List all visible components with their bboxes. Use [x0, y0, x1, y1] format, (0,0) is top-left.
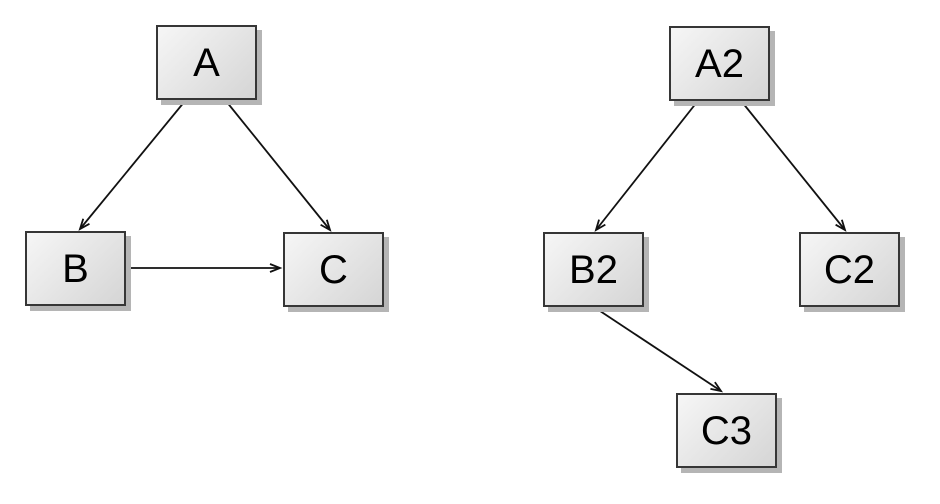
node-label: B2	[569, 247, 618, 292]
edge-A2-to-B2	[594, 101, 698, 232]
edge-A2-to-C2	[741, 101, 847, 232]
node-label: B	[62, 246, 89, 291]
node-label: C3	[700, 408, 753, 453]
node-label: C2	[823, 247, 876, 292]
node-B2: B2	[543, 232, 644, 307]
node-C: C	[283, 232, 384, 307]
edge-A-to-B	[78, 100, 186, 231]
edge-A-to-C	[225, 100, 332, 232]
node-B: B	[25, 231, 126, 306]
edge-B2-to-C3	[593, 306, 724, 393]
node-label: A	[193, 40, 220, 85]
node-A: A	[156, 25, 257, 100]
node-A2: A2	[669, 26, 770, 101]
node-C3: C3	[676, 393, 777, 468]
node-label: A2	[695, 41, 744, 86]
node-label: C	[319, 247, 348, 292]
node-C2: C2	[799, 232, 900, 307]
